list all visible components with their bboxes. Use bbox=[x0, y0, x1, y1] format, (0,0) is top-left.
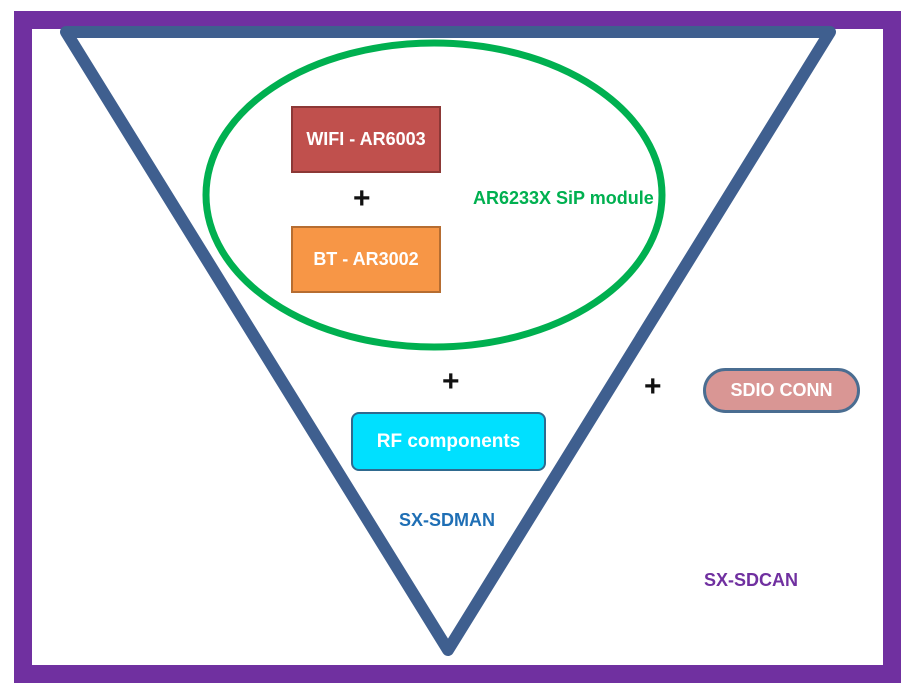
sdio-conn-box: SDIO CONN bbox=[703, 368, 860, 413]
sx-sdman-label: SX-SDMAN bbox=[399, 510, 496, 530]
outer-frame bbox=[14, 11, 901, 683]
sx-sdcan-label: SX-SDCAN bbox=[704, 570, 799, 590]
sip-module-label: AR6233X SiP module bbox=[473, 188, 654, 208]
rf-components-box: RF components bbox=[351, 412, 546, 471]
plus-sign-wifi-bt: + bbox=[353, 182, 371, 215]
bt-ar3002-box: BT - AR3002 bbox=[291, 226, 441, 293]
wifi-ar6003-box: WIFI - AR6003 bbox=[291, 106, 441, 173]
sdman-triangle bbox=[60, 26, 836, 656]
plus-sign-sdio: + bbox=[644, 370, 662, 403]
plus-sign-rf: + bbox=[442, 365, 460, 398]
sip-module-ellipse bbox=[202, 39, 666, 351]
